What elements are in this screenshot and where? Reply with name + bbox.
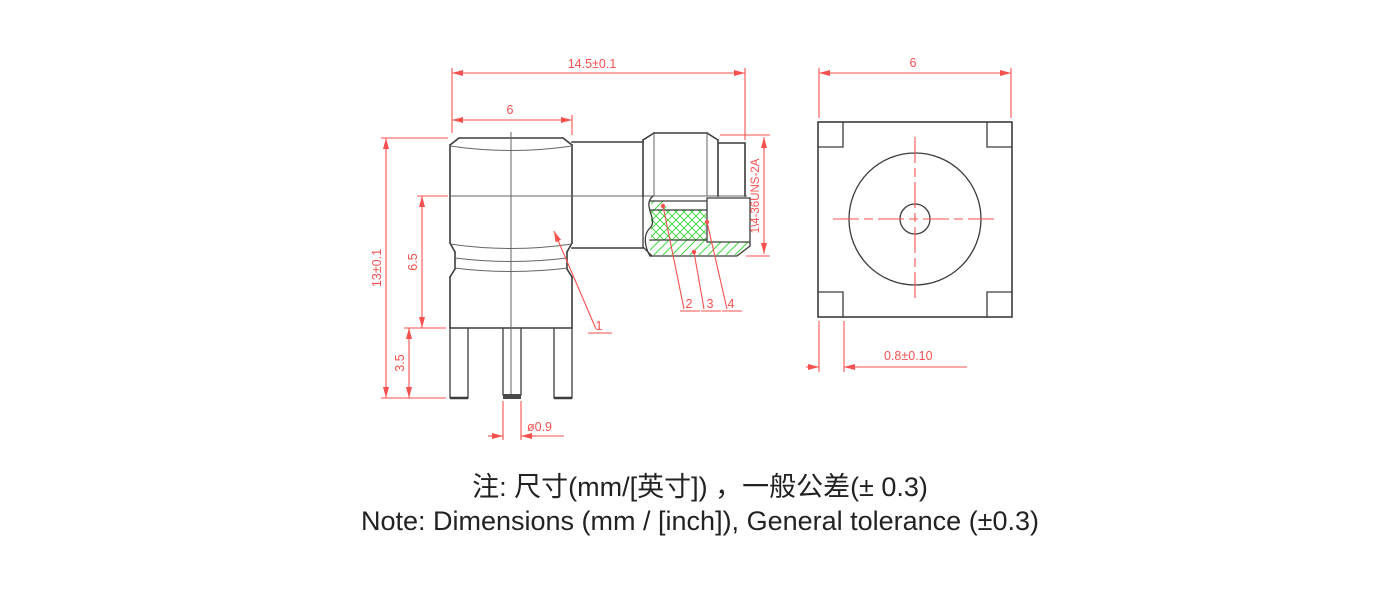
dim-flange-width: 6 xyxy=(818,56,1012,118)
contact-hatch xyxy=(651,201,666,210)
note-line-en: Note: Dimensions (mm / [inch]), General … xyxy=(361,506,1039,536)
dim-corner-cut: 0.8±0.10 xyxy=(806,321,967,372)
pcb-legs xyxy=(449,327,573,399)
connector-body-outline xyxy=(448,131,751,400)
coupling-nut-outline xyxy=(641,131,746,197)
dim-body-width-text: 6 xyxy=(507,103,514,117)
flange-square xyxy=(817,121,1013,318)
note-line-zh: 注: 尺寸(mm/[英寸]) ，一般公差(± 0.3) xyxy=(472,472,928,502)
notes-block: 注: 尺寸(mm/[英寸]) ，一般公差(± 0.3) Note: Dimens… xyxy=(361,472,1039,536)
dim-body-width: 6 xyxy=(452,103,573,135)
center-mark xyxy=(833,137,997,301)
part-label-3: 3 xyxy=(707,297,714,311)
dim-pin-diameter-text: ø0.9 xyxy=(527,420,552,434)
center-pin-tip xyxy=(503,394,521,399)
part-label-1: 1 xyxy=(596,319,603,333)
dim-total-height: 13±0.1 xyxy=(370,137,448,399)
barrel-outline xyxy=(571,141,644,249)
dim-pin-diameter: ø0.9 xyxy=(488,401,564,440)
section-hatching xyxy=(650,201,750,255)
corner-notches xyxy=(817,121,1013,318)
side-view: 14.5±0.1 6 13±0.1 6.5 3.5 xyxy=(370,57,770,440)
dim-thread-callout: 1\4-36UNS-2A xyxy=(720,134,770,257)
dim-upper-height: 6.5 xyxy=(406,195,448,328)
end-view: 6 0.8±0.10 xyxy=(806,56,1013,372)
part-leaders: 1 2 3 4 xyxy=(553,203,742,334)
centerlines xyxy=(450,132,747,394)
dim-flange-width-text: 6 xyxy=(910,56,917,70)
insulator-crosshatch xyxy=(651,210,706,240)
dim-total-height-text: 13±0.1 xyxy=(370,249,384,287)
center-pin xyxy=(502,327,522,396)
part-label-2: 2 xyxy=(686,297,693,311)
thread-callout-text: 1\4-36UNS-2A xyxy=(750,158,762,233)
dim-total-length-text: 14.5±0.1 xyxy=(568,57,617,71)
part-label-4: 4 xyxy=(728,297,735,311)
body-section-hatch xyxy=(650,240,750,255)
dim-leg-height-text: 3.5 xyxy=(393,354,407,371)
dim-upper-height-text: 6.5 xyxy=(406,253,420,270)
dim-corner-cut-text: 0.8±0.10 xyxy=(884,349,933,363)
dim-total-length: 14.5±0.1 xyxy=(451,57,746,140)
dim-leg-height: 3.5 xyxy=(393,327,446,398)
